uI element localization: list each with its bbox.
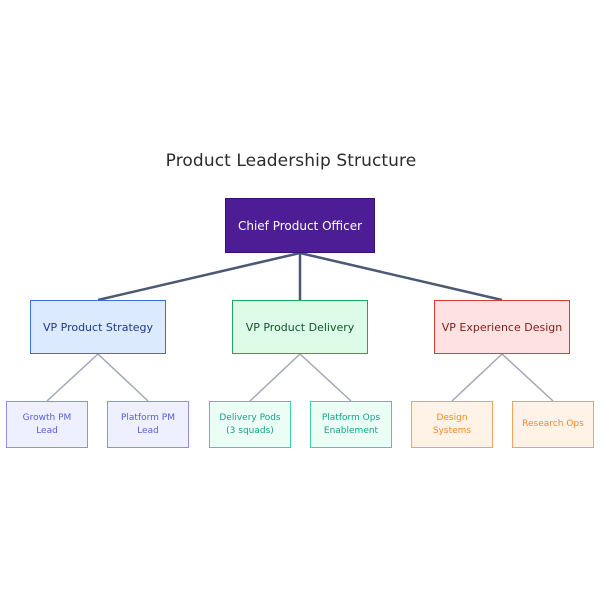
connector-cpo-design [299,251,503,302]
node-label: VP Experience Design [441,320,563,334]
connector-strategy-growth [46,353,99,402]
node-design-systems[interactable]: Design Systems [411,401,493,448]
connector-strategy-platform [97,353,149,402]
node-chief-product-officer[interactable]: Chief Product Officer [225,198,375,253]
connector-design-research [501,353,554,402]
node-label: Chief Product Officer [237,218,363,233]
node-label: Design Systems [432,412,472,436]
node-label: Growth PM Lead [22,412,72,436]
connector-delivery-ops [299,353,352,402]
node-vp-experience-design[interactable]: VP Experience Design [434,300,570,354]
node-platform-pm-lead[interactable]: Platform PM Lead [107,401,189,448]
node-research-ops[interactable]: Research Ops [512,401,594,448]
connector-design-systems [451,353,503,402]
node-label: Platform Ops Enablement [321,412,381,436]
node-vp-product-strategy[interactable]: VP Product Strategy [30,300,166,354]
node-delivery-pods[interactable]: Delivery Pods (3 squads) [209,401,291,448]
connector-delivery-pods [249,353,301,402]
node-growth-pm-lead[interactable]: Growth PM Lead [6,401,88,448]
node-label: VP Product Strategy [42,320,154,334]
node-label: Research Ops [522,419,584,429]
diagram-title: Product Leadership Structure [165,151,417,171]
node-platform-ops-enablement[interactable]: Platform Ops Enablement [310,401,392,448]
connector-cpo-strategy [97,251,301,302]
node-label: Platform PM Lead [120,412,175,436]
node-vp-product-delivery[interactable]: VP Product Delivery [232,300,368,354]
node-label: Delivery Pods (3 squads) [219,412,281,436]
node-label: VP Product Delivery [245,320,355,334]
